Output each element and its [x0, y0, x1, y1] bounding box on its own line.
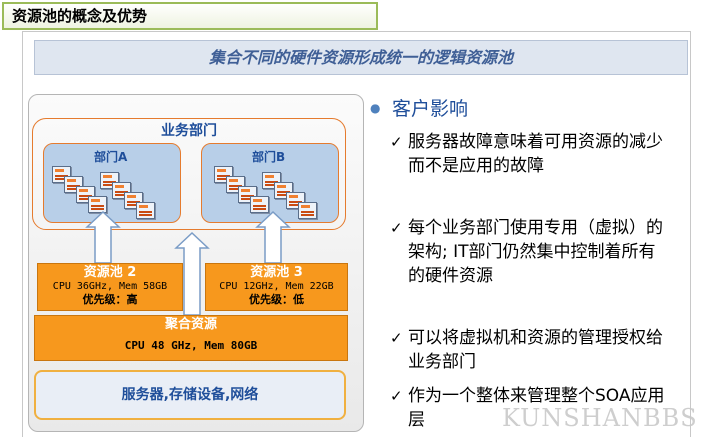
- pool-3-priority: 优先级：低: [249, 293, 304, 306]
- up-arrow-aggregate: [174, 231, 210, 316]
- pool-2-priority: 优先级：高: [82, 293, 138, 306]
- vm-icon: [298, 202, 317, 219]
- slide-title: 资源池的概念及优势: [2, 2, 378, 30]
- impact-item-text: 每个业务部门使用专用（虚拟）的架构; IT部门仍然集中控制着所有的硬件资源: [408, 218, 663, 286]
- aggregate-title: 聚合资源: [164, 317, 217, 332]
- slide-frame: [22, 31, 691, 437]
- aggregate-spec: CPU 48 GHz, Mem 80GB: [124, 339, 258, 352]
- vm-icon: [250, 196, 269, 213]
- vm-icon: [136, 202, 155, 219]
- impact-item-text: 服务器故障意味着可用资源的减少而不是应用的故障: [408, 132, 663, 176]
- check-icon: ✓: [390, 133, 403, 151]
- impact-heading-text: 客户影响: [392, 98, 469, 120]
- department-b-label: 部门B: [252, 150, 286, 164]
- bullet-dot-icon: ●: [370, 101, 381, 115]
- check-icon: ✓: [390, 329, 403, 347]
- impact-item: ✓ 每个业务部门使用专用（虚拟）的架构; IT部门仍然集中控制着所有的硬件资源: [390, 216, 668, 288]
- check-icon: ✓: [390, 219, 403, 237]
- aggregate-resources: 聚合资源 CPU 48 GHz, Mem 80GB: [34, 315, 348, 361]
- check-icon: ✓: [390, 387, 403, 405]
- impact-item: ✓ 可以将虚拟机和资源的管理授权给业务部门: [390, 326, 668, 374]
- business-units-box: [32, 118, 346, 230]
- resource-pool-2: 资源池 2 CPU 36GHz, Mem 58GB 优先级：高: [37, 263, 183, 311]
- pool-3-title: 资源池 3: [250, 265, 303, 280]
- impact-item: ✓ 服务器故障意味着可用资源的减少而不是应用的故障: [390, 130, 668, 178]
- impact-heading: ● 客户影响: [370, 94, 468, 121]
- vm-icon: [88, 196, 107, 213]
- department-a-label: 部门A: [94, 150, 128, 164]
- impact-item-text: 可以将虚拟机和资源的管理授权给业务部门: [408, 328, 663, 372]
- business-units-label: 业务部门: [161, 123, 217, 139]
- pool-3-spec: CPU 12GHz, Mem 22GB: [219, 281, 334, 292]
- impact-item-text: 作为一个整体来管理整个SOA应用层: [408, 386, 665, 430]
- resource-pool-3: 资源池 3 CPU 12GHz, Mem 22GB 优先级：低: [205, 263, 348, 311]
- impact-item: ✓ 作为一个整体来管理整个SOA应用层: [390, 384, 668, 432]
- site-watermark: KUNSHANBBS: [502, 404, 698, 432]
- infrastructure-box: 服务器,存储设备,网络: [34, 370, 346, 420]
- pool-2-title: 资源池 2: [83, 265, 137, 280]
- up-arrow-pool3: [255, 210, 291, 264]
- pool-2-spec: CPU 36GHz, Mem 58GB: [52, 281, 168, 292]
- banner-heading: 集合不同的硬件资源形成统一的逻辑资源池: [34, 40, 688, 75]
- up-arrow-pool2: [85, 210, 121, 264]
